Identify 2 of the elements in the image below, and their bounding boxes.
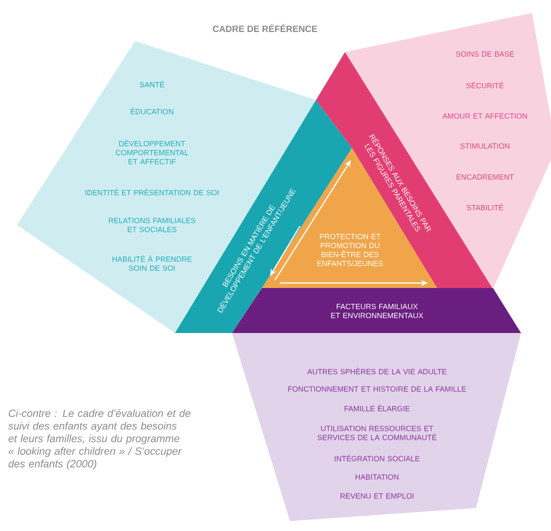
title: CADRE DE RÉFÉRENCE [212,24,318,32]
caption: Ci-contre : Le cadre d’évaluation et de suivi des enfants ayant des besoins et leurs familles, issu du programme « looking after children » / S’occuper des enfants (2000) [8,409,190,470]
